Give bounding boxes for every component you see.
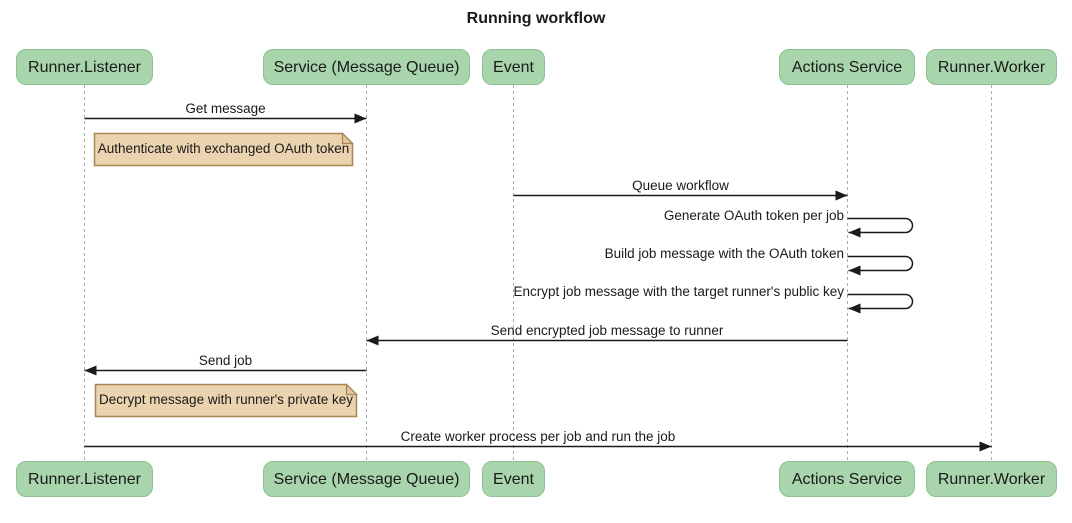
participant-runner-worker-top: Runner.Worker <box>926 49 1057 85</box>
participant-actions-service-bottom: Actions Service <box>779 461 915 497</box>
note-fold-decrypt <box>345 383 358 396</box>
self-arrow-encrypt-job-message <box>847 293 914 314</box>
message-label-queue-workflow: Queue workflow <box>632 178 729 193</box>
message-label-send-job: Send job <box>198 353 253 368</box>
message-label-send-encrypted-job: Send encrypted job message to runner <box>490 323 724 338</box>
note-body-decrypt <box>94 383 358 418</box>
participant-runner-listener-bottom: Runner.Listener <box>16 461 153 497</box>
note-label-decrypt: Decrypt message with runner's private ke… <box>99 392 353 407</box>
participant-actions-service-top: Actions Service <box>779 49 915 85</box>
diagram-title: Running workflow <box>466 10 606 27</box>
self-arrow-generate-oauth-token <box>847 217 914 238</box>
note-body-authenticate <box>93 132 354 167</box>
participant-service-message-queue-bottom: Service (Message Queue) <box>263 461 470 497</box>
message-label-build-job-message: Build job message with the OAuth token <box>604 246 844 261</box>
message-label-encrypt-job-message: Encrypt job message with the target runn… <box>513 284 845 299</box>
participant-event-bottom: Event <box>482 461 545 497</box>
participant-event-top: Event <box>482 49 545 85</box>
note-fold-authenticate <box>341 132 354 145</box>
participant-service-message-queue-top: Service (Message Queue) <box>263 49 470 85</box>
note-label-authenticate: Authenticate with exchanged OAuth token <box>97 141 350 156</box>
participant-runner-worker-bottom: Runner.Worker <box>926 461 1057 497</box>
message-label-generate-oauth-token: Generate OAuth token per job <box>663 208 844 223</box>
participant-runner-listener-top: Runner.Listener <box>16 49 153 85</box>
message-label-get-message: Get message <box>185 101 266 116</box>
message-label-create-worker-process: Create worker process per job and run th… <box>400 429 676 444</box>
self-arrow-build-job-message <box>847 255 914 276</box>
